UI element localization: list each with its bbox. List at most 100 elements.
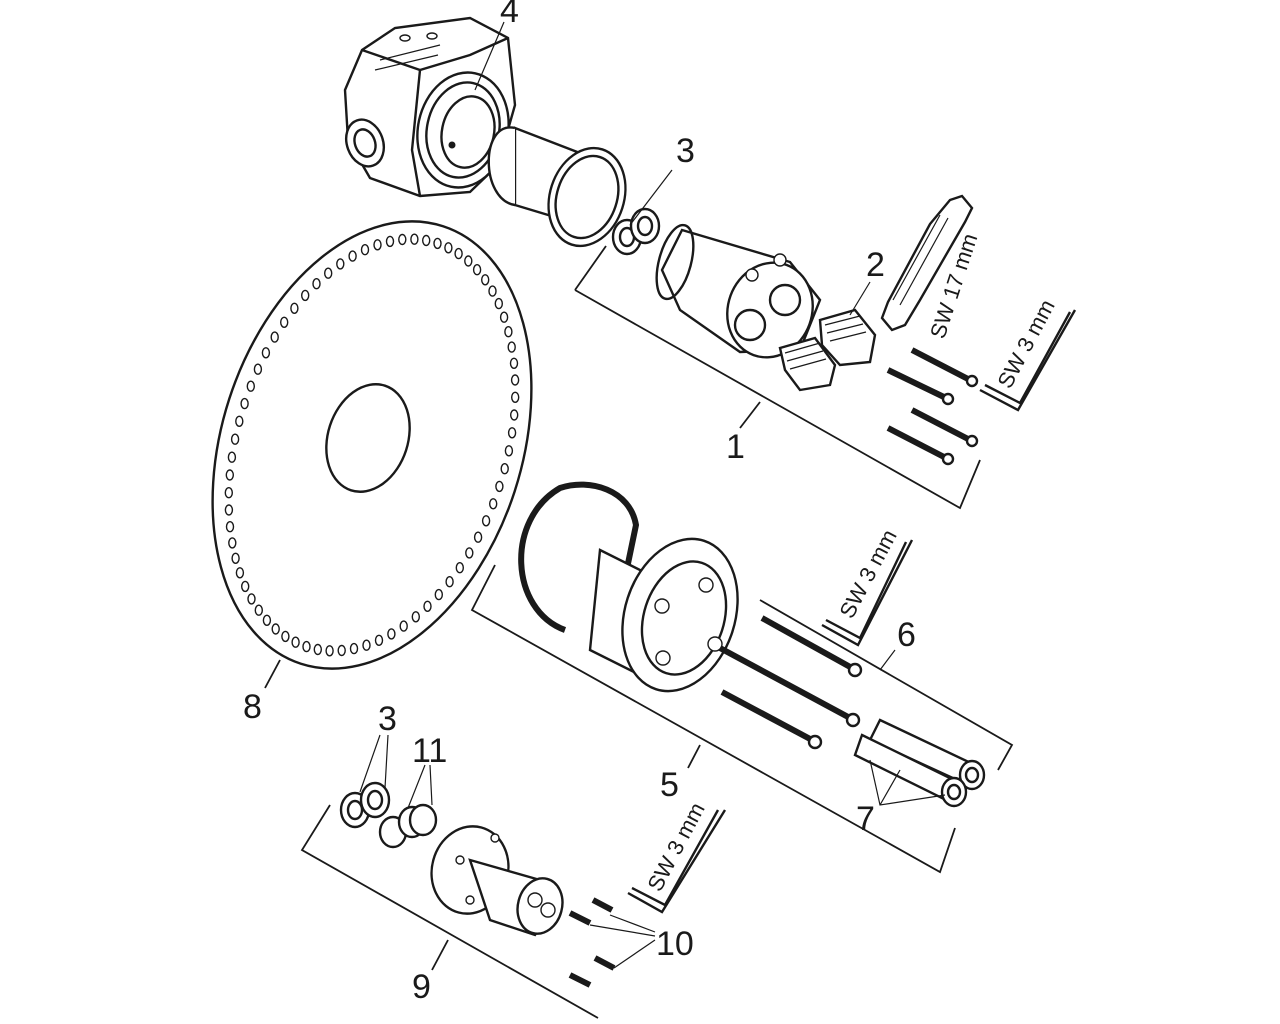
plate-hole [325, 645, 334, 657]
plate-hole [374, 634, 384, 646]
plate-hole [385, 235, 395, 248]
plate-hole [360, 243, 370, 256]
plate-hole [228, 537, 237, 549]
leader-5 [687, 744, 701, 769]
callout-7: 7 [856, 800, 875, 838]
plate-hole [481, 274, 490, 286]
plate-hole [399, 620, 408, 632]
callout-5: 5 [660, 766, 679, 804]
plate-hole [464, 255, 473, 267]
plate-hole [254, 604, 263, 616]
leader-10 [589, 914, 656, 969]
plate-hole [387, 628, 396, 640]
callout-10: 10 [656, 925, 694, 963]
plate-hole [434, 588, 443, 601]
screws-group-2 [718, 615, 863, 750]
plate-hole [509, 357, 519, 369]
plate-hole [240, 397, 249, 410]
plate-hole [246, 380, 256, 392]
plate-hole [507, 427, 517, 439]
plate-hole [465, 547, 474, 559]
plate-hole [398, 233, 407, 246]
part-7-spindle-extensions [853, 718, 986, 808]
plate-hole [510, 409, 519, 421]
plate-hole [224, 504, 234, 516]
plate-hole [481, 515, 491, 527]
plate-hole [227, 451, 237, 463]
plate-hole [422, 234, 431, 247]
leader-3b [359, 734, 389, 793]
leader-6 [879, 649, 896, 671]
part-2-plugs [778, 308, 877, 392]
plate-hole [291, 636, 300, 648]
part-1-cartridge [655, 223, 822, 359]
callout-4: 4 [500, 0, 519, 30]
screws-group-1 [886, 347, 979, 466]
plate-hole [488, 285, 497, 297]
leader-3a [629, 169, 673, 226]
bracket-part-9 [300, 804, 599, 1019]
plate-hole [445, 576, 454, 588]
callout-8: 8 [243, 688, 262, 726]
plate-hole [312, 278, 321, 290]
plate-hole [510, 374, 520, 386]
wrench-tool [880, 194, 974, 332]
part-9-cartridge-body [430, 825, 564, 937]
plate-hole [454, 247, 463, 260]
plate-hole [455, 562, 464, 574]
part-3-o-rings-bottom [339, 781, 391, 829]
hex-key-3 [627, 809, 727, 914]
plate-hole [235, 415, 244, 427]
callout-11: 11 [412, 732, 447, 770]
hex-key-1-size-label: SW 3 mm [992, 295, 1059, 392]
plate-hole [444, 242, 453, 254]
plate-hole [253, 363, 263, 375]
plate-hole [225, 469, 235, 481]
plate-hole [262, 614, 272, 626]
plate-hole [240, 580, 250, 593]
plate-hole [337, 644, 346, 657]
leader-1 [739, 401, 761, 429]
plate-hole [302, 640, 311, 653]
part-3-o-rings-top [611, 207, 661, 256]
plate-hole [504, 445, 514, 457]
plate-hole [472, 264, 482, 276]
plate-hole [281, 630, 290, 643]
plate-hole [504, 326, 513, 338]
part-10-screws [568, 897, 616, 988]
hex-key-3-size-label: SW 3 mm [642, 798, 709, 895]
callout-3-bottom: 3 [378, 700, 397, 738]
plate-hole [261, 347, 271, 359]
plate-hole [271, 623, 280, 635]
plate-hole [225, 521, 235, 533]
plate-hole [411, 611, 420, 623]
hex-key-1 [979, 309, 1077, 412]
leader-4 [474, 21, 505, 91]
leader-2 [849, 281, 871, 316]
plate-hole [348, 250, 357, 262]
plate-hole [473, 531, 483, 543]
plate-hole [349, 642, 359, 655]
plate-holes [224, 233, 520, 657]
leader-9 [431, 939, 449, 971]
part-5-flange [518, 481, 739, 693]
plate-hole [433, 237, 442, 250]
leader-8 [264, 659, 281, 689]
plate-hole [230, 433, 240, 445]
plate-hole [511, 391, 520, 403]
bracket-part-1 [574, 245, 981, 510]
plate-hole [410, 233, 419, 245]
plate-hole [324, 267, 333, 279]
plate-hole [373, 239, 382, 251]
bracket-part-5 [470, 564, 956, 874]
plate-hole [280, 316, 289, 328]
part-11-check-valves [378, 803, 438, 849]
callout-2: 2 [866, 246, 885, 284]
bracket-part-6 [759, 599, 1014, 771]
plate-hole [231, 552, 240, 564]
cover-sleeve [487, 126, 627, 248]
plate-hole [494, 297, 503, 310]
plate-hole [247, 593, 256, 605]
plate-hole [495, 480, 504, 493]
